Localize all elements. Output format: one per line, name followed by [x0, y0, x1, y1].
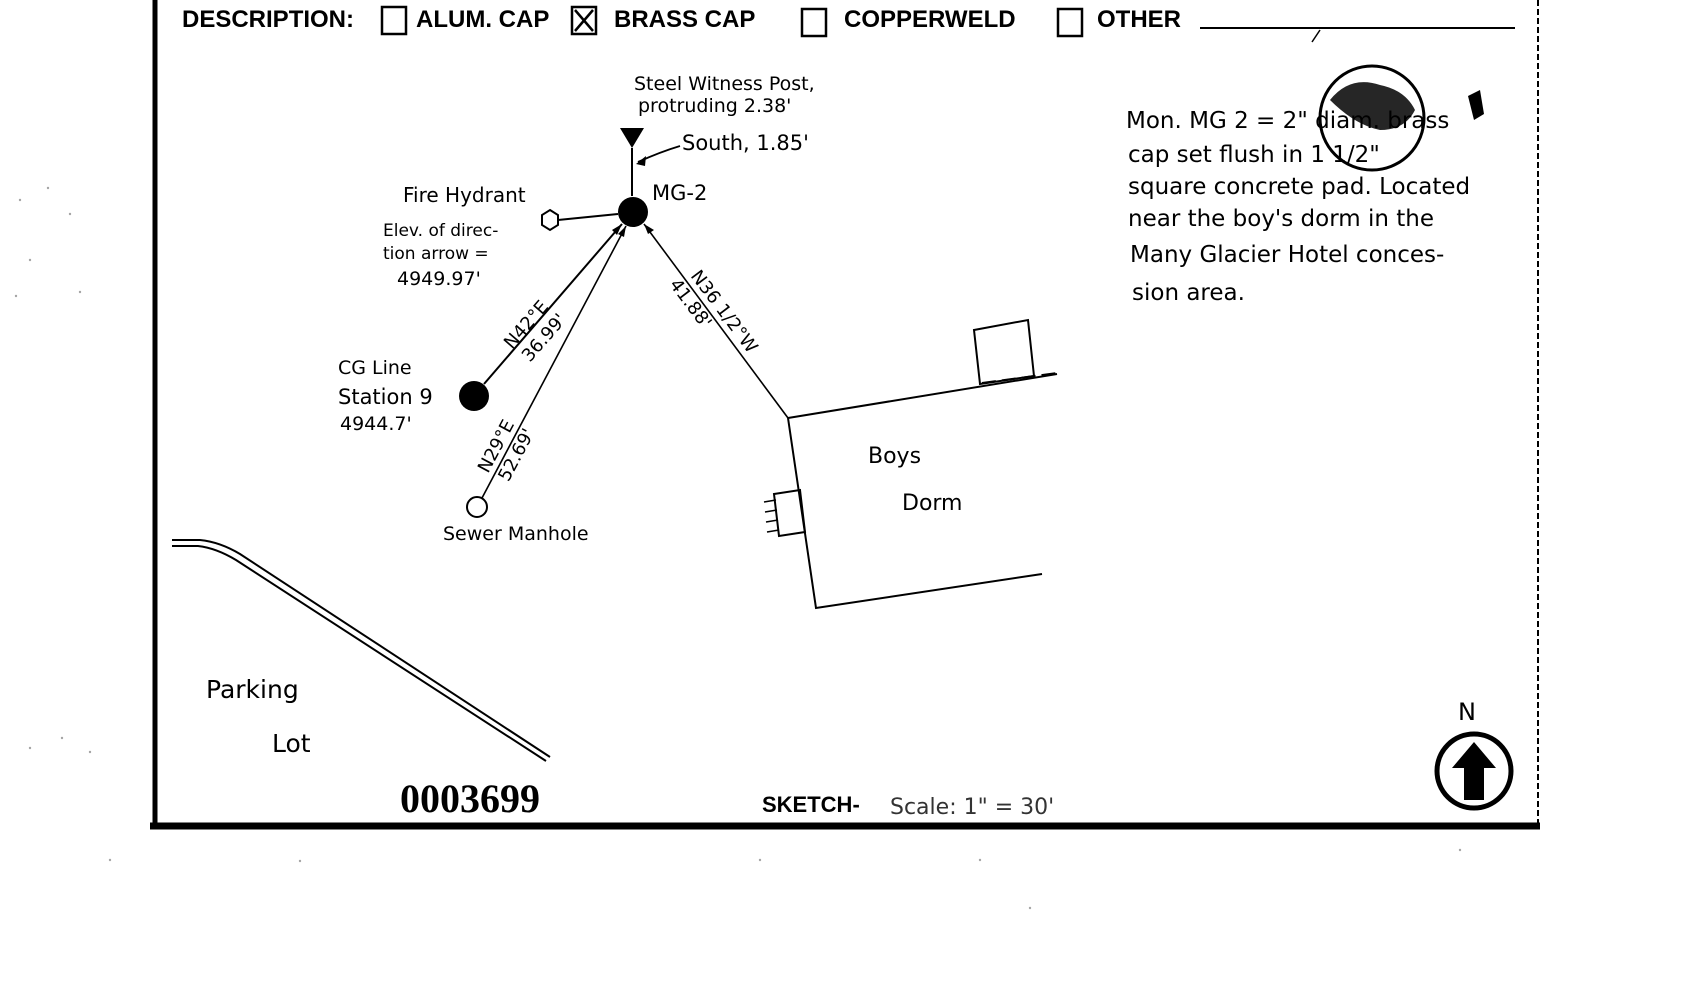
locator-globe-stamp — [1318, 64, 1484, 172]
notes-block: Mon. MG 2 = 2" diam. brass cap set flush… — [1126, 108, 1470, 306]
checkbox-copperweld — [800, 7, 828, 38]
checkbox-alum-cap — [380, 5, 408, 36]
checkbox-other — [1056, 7, 1084, 38]
option-alum-cap-label: ALUM. CAP — [416, 6, 549, 33]
checkbox-brass-cap — [570, 5, 598, 36]
record-id-number: 0003699 — [400, 776, 540, 821]
station-mg2-marker — [618, 197, 648, 227]
parking-curb-line — [172, 539, 551, 758]
north-arrow-icon — [1434, 731, 1514, 811]
dorm-label: Boys — [868, 444, 921, 469]
hydrant-elevation-line: tion arrow = — [383, 244, 489, 264]
fire-hydrant-label: Fire Hydrant — [403, 183, 526, 207]
bearing-dorm: N36 1/2°W 41.88' — [665, 266, 762, 357]
description-label: DESCRIPTION: — [182, 6, 354, 33]
tie-line-dorm — [643, 223, 789, 419]
option-copperweld-label: COPPERWELD — [844, 6, 1016, 33]
tie-line-manhole — [481, 225, 627, 499]
hydrant-elevation-line: 4949.97' — [397, 268, 481, 290]
bearing-manhole: N29°E 52.69' — [474, 416, 539, 485]
station-mg2-label: MG-2 — [652, 181, 707, 205]
option-brass-cap-label: BRASS CAP — [614, 6, 755, 33]
sewer-manhole-label: Sewer Manhole — [443, 523, 589, 545]
tie-line-cg — [483, 223, 623, 385]
note-line: cap set flush in 1 1/2" — [1128, 142, 1380, 168]
cg-station-label: CG Line — [338, 357, 412, 379]
parking-lot-label: Parking — [206, 675, 299, 704]
scale-label: Scale: 1" = 30' — [890, 795, 1054, 820]
boys-dorm-building — [763, 318, 1058, 610]
bearing-cg: N42°E 36.99' — [500, 297, 571, 367]
cg-station-9-marker — [459, 381, 489, 411]
hydrant-elevation-line: Elev. of direc- — [383, 221, 498, 241]
note-line: square concrete pad. Located — [1128, 174, 1470, 200]
fire-hydrant-icon — [541, 208, 559, 232]
scan-noise — [14, 186, 1462, 910]
dorm-label: Dorm — [902, 491, 963, 516]
cg-station-label: 4944.7' — [340, 413, 412, 435]
witness-post-label: protruding 2.38' — [638, 95, 791, 117]
option-other-label: OTHER — [1097, 6, 1181, 33]
sewer-manhole-icon — [466, 496, 488, 518]
note-line: near the boy's dorm in the — [1128, 206, 1434, 232]
south-offset-label: South, 1.85' — [682, 131, 809, 155]
note-line: sion area. — [1132, 280, 1245, 306]
witness-post-triangle-icon — [620, 128, 644, 148]
parking-lot-label: Lot — [272, 729, 311, 758]
note-line: Many Glacier Hotel conces- — [1130, 242, 1444, 268]
sketch-label: SKETCH- — [762, 792, 860, 817]
north-label: N — [1458, 698, 1476, 726]
cg-station-label: Station 9 — [338, 385, 433, 409]
witness-post-label: Steel Witness Post, — [634, 73, 815, 95]
